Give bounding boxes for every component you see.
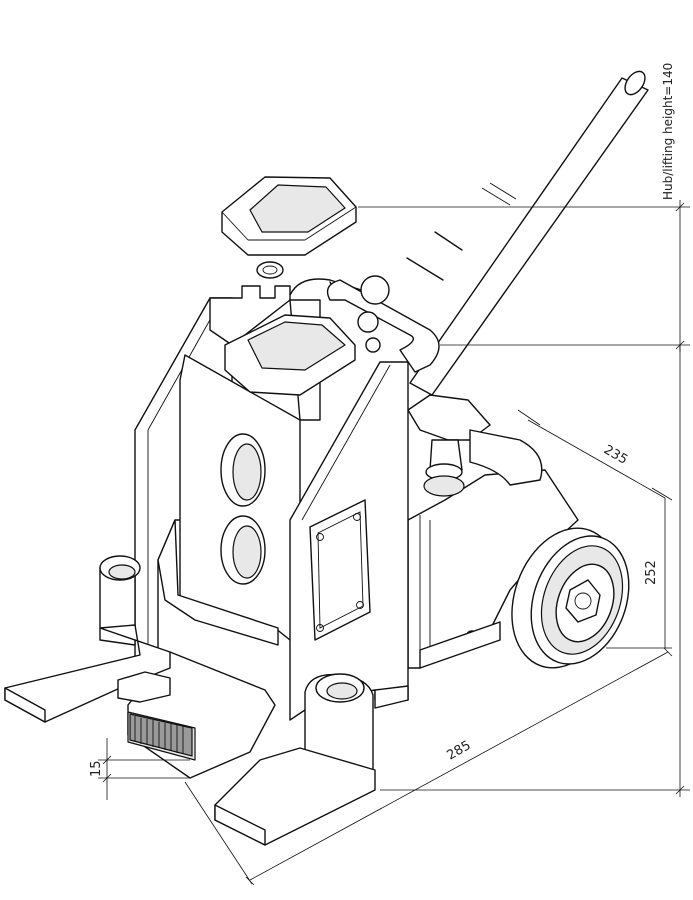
- lifting-head-upper: [221, 176, 357, 256]
- dimension-15: 15: [89, 738, 190, 800]
- dimension-lifting-height: Hub/lifting height=140: [358, 63, 690, 352]
- dim-252-label: 252: [644, 560, 659, 585]
- lifting-height-label: Hub/lifting height=140: [661, 63, 675, 200]
- dimension-252: 252: [606, 498, 672, 649]
- release-knob: [407, 394, 543, 497]
- lifting-head-lower: [224, 314, 356, 396]
- frame-front-plate: [179, 354, 301, 641]
- dim-285-label: 285: [445, 738, 474, 763]
- ring-part: [256, 261, 284, 279]
- frame-right-plate: [289, 361, 409, 721]
- right-outrigger: [214, 673, 409, 846]
- pump-handle: [406, 70, 649, 396]
- wheel: [511, 527, 630, 669]
- dimension-total-height: [380, 345, 690, 797]
- housing: [407, 469, 579, 669]
- left-outrigger: [4, 555, 171, 723]
- loop-bar: [289, 275, 440, 373]
- dim-15-label: 15: [89, 760, 104, 777]
